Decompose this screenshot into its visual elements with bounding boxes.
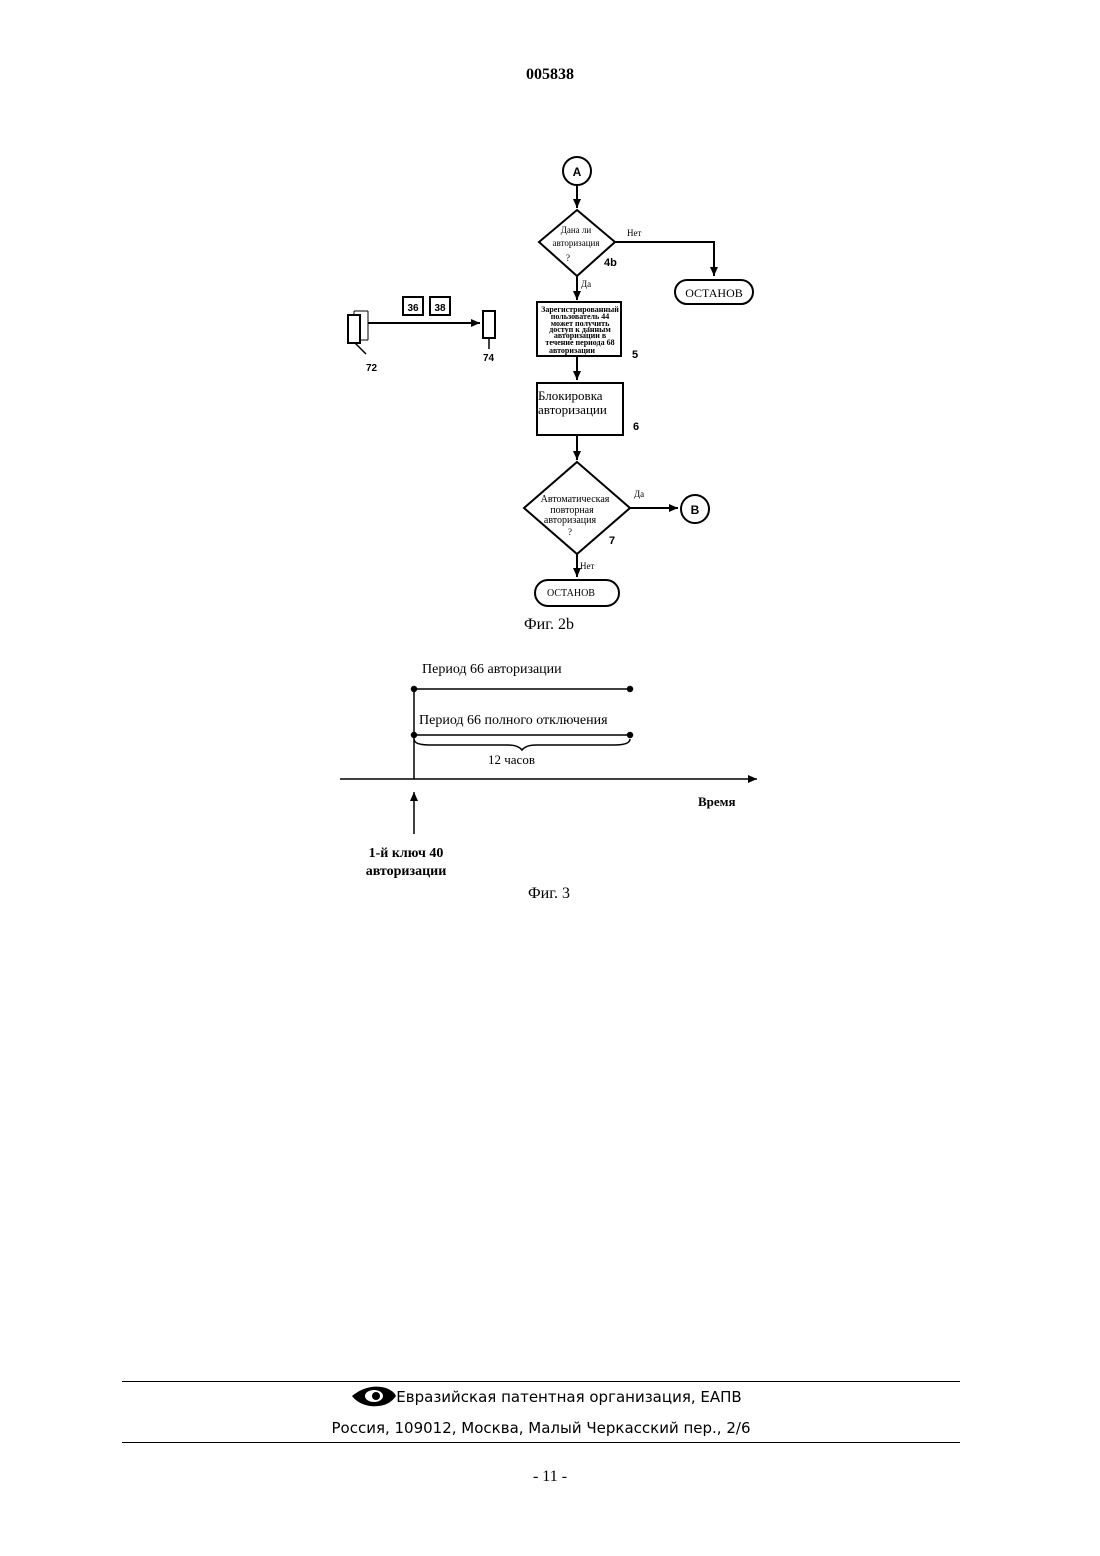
footer-org: Евразийская патентная организация, ЕАПВ [122, 1388, 960, 1406]
no-label-4b: Нет [627, 228, 641, 238]
decision-7-line-1: Автоматическая [541, 494, 610, 505]
key-label-line-2: авторизации [366, 864, 447, 879]
step-6-line-2: авторизации [538, 402, 607, 417]
figure-2b-caption: Фиг. 2b [524, 616, 574, 633]
label-7: 7 [609, 535, 615, 547]
label-72: 72 [366, 363, 378, 374]
stop-top-label: ОСТАНОВ [685, 286, 743, 300]
decision-4b-line-3: ? [566, 253, 570, 263]
step-5-line-7: авторизации [549, 346, 595, 355]
figure-3-caption: Фиг. 3 [528, 885, 570, 902]
decision-7-line-3: авторизация [544, 515, 597, 526]
decision-4b-line-2: авторизация [553, 238, 600, 248]
shutdown-period-label: Период 66 полного отключения [419, 713, 608, 728]
box-36-label: 36 [407, 303, 419, 314]
time-axis-label: Время [698, 794, 736, 809]
connector-b-label: B [691, 503, 700, 517]
figure-3-timeline [340, 687, 757, 835]
decision-4b-line-1: Дана ли [561, 225, 592, 235]
auth-period-label: Период 66 авторизации [422, 662, 562, 677]
yes-label-4b: Да [581, 279, 591, 289]
yes-label-7: Да [634, 489, 644, 499]
label-74: 74 [483, 353, 495, 364]
footer-top-rule [122, 1381, 960, 1382]
connector-a-label: A [573, 165, 582, 179]
label-4b: 4b [604, 257, 617, 269]
duration-label: 12 часов [488, 752, 535, 767]
step-6-line-1: Блокировка [538, 388, 603, 403]
figure-2b-flowchart [348, 157, 753, 606]
device-74 [483, 311, 495, 338]
box-38-label: 38 [434, 303, 446, 314]
key-label-line-1: 1-й ключ 40 [369, 846, 444, 861]
footer-bottom-rule [122, 1442, 960, 1443]
label-6: 6 [633, 421, 639, 433]
device-72 [348, 315, 360, 343]
stop-bottom-label: ОСТАНОВ [547, 588, 595, 599]
footer-address: Россия, 109012, Москва, Малый Черкасский… [122, 1419, 960, 1437]
page-number: - 11 - [0, 1468, 1100, 1486]
label-5: 5 [632, 349, 638, 361]
no-label-7: Нет [580, 561, 594, 571]
decision-7-line-4: ? [568, 527, 572, 537]
